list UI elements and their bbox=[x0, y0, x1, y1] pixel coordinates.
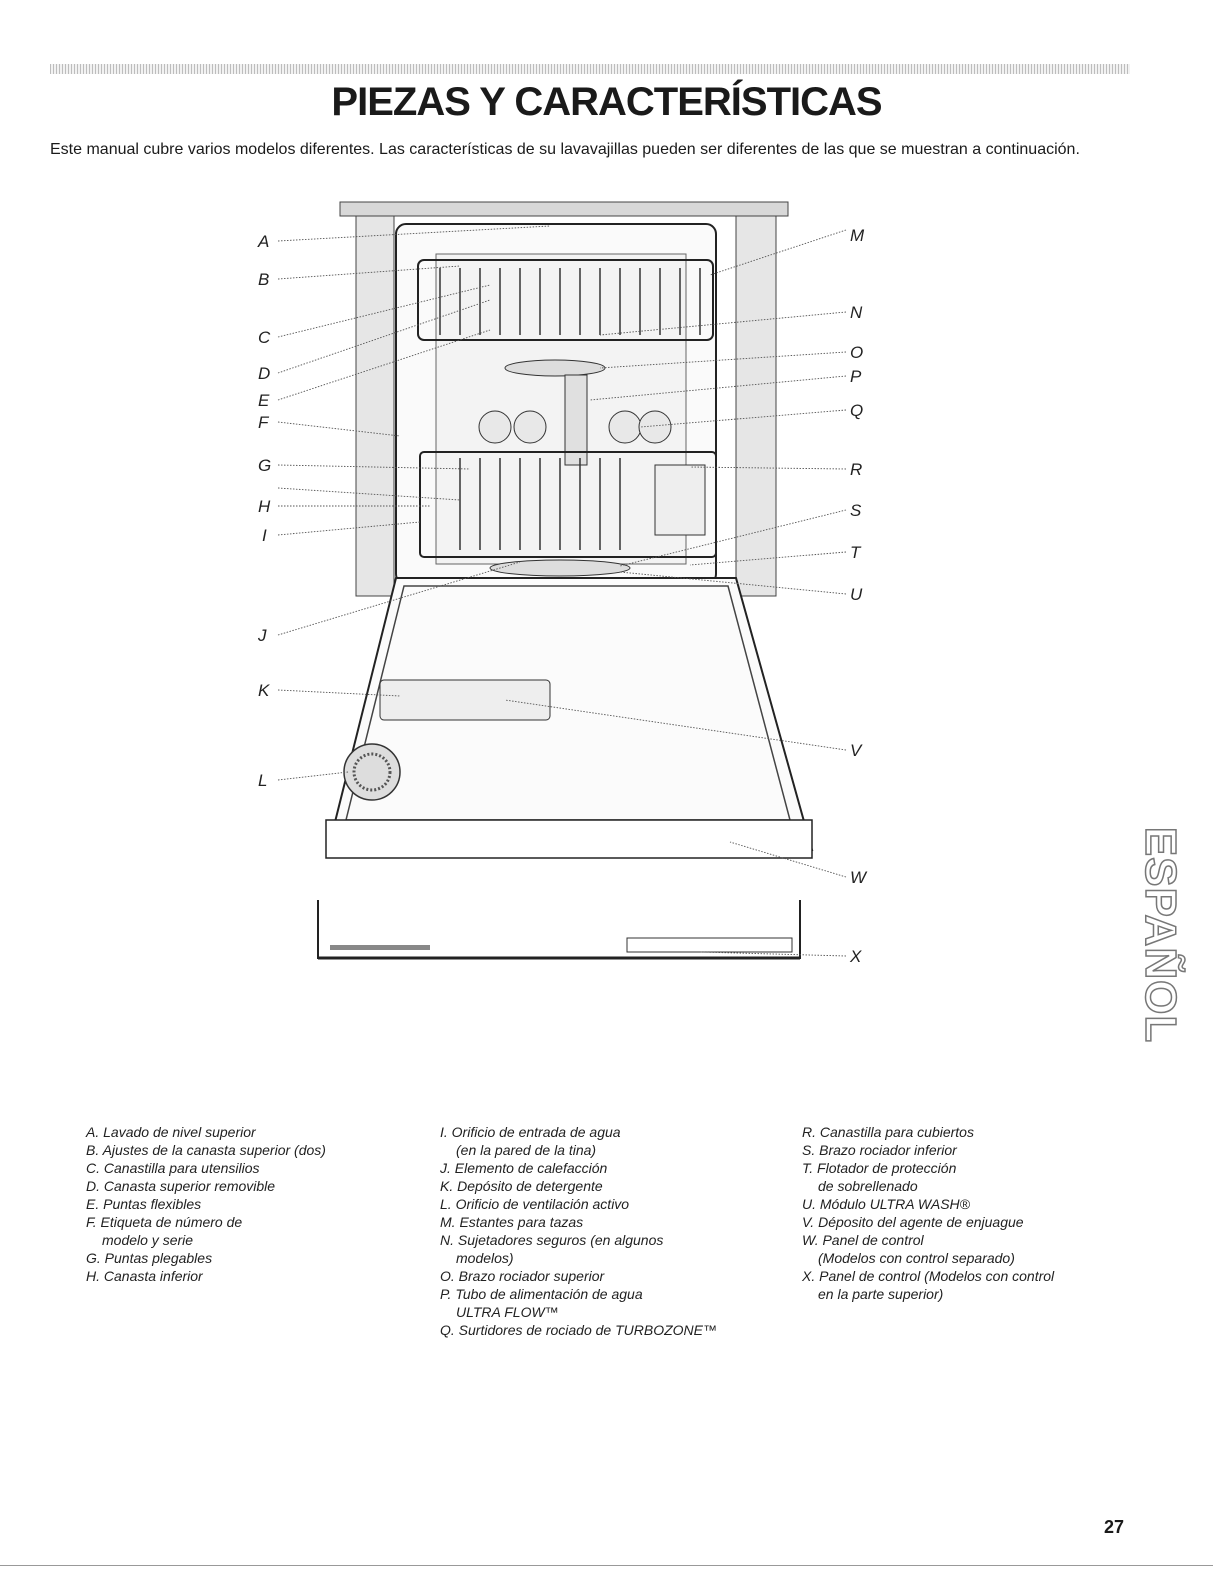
legend-item: N. Sujetadores seguros (en algunos bbox=[440, 1232, 664, 1248]
label-i: I bbox=[262, 526, 267, 545]
legend-item: I. Orificio de entrada de agua bbox=[440, 1124, 621, 1140]
upper-spray-arm bbox=[504, 359, 606, 377]
label-u: U bbox=[850, 585, 863, 604]
legend-item: K. Depósito de detergente bbox=[440, 1178, 603, 1194]
legend-item: W. Panel de control bbox=[802, 1232, 924, 1248]
legend-column-2: I. Orificio de entrada de agua (en la pa… bbox=[440, 1123, 800, 1339]
legend-item: G. Puntas plegables bbox=[86, 1250, 213, 1266]
label-s: S bbox=[850, 501, 862, 520]
legend-item: Q. Surtidores de rociado de TURBOZONE™ bbox=[440, 1322, 717, 1338]
legend-item: S. Brazo rociador inferior bbox=[802, 1142, 957, 1158]
legend-item: M. Estantes para tazas bbox=[440, 1214, 584, 1230]
label-c: C bbox=[258, 328, 271, 347]
label-q: Q bbox=[850, 401, 863, 420]
legend-item: B. Ajustes de la canasta superior (dos) bbox=[86, 1142, 326, 1158]
legend-item: L. Orificio de ventilación activo bbox=[440, 1196, 630, 1212]
turbozone-jet bbox=[478, 410, 512, 444]
legend-item: R. Canastilla para cubiertos bbox=[802, 1124, 974, 1140]
page-number: 27 bbox=[1104, 1517, 1125, 1537]
label-d: D bbox=[258, 364, 270, 383]
label-a: A bbox=[257, 232, 269, 251]
turbozone-jet bbox=[638, 410, 672, 444]
lower-rack-tines bbox=[459, 458, 621, 550]
label-x: X bbox=[849, 947, 862, 966]
label-b: B bbox=[258, 270, 269, 289]
turbozone-jet bbox=[513, 410, 547, 444]
detergent-dispenser bbox=[379, 679, 551, 721]
intro-paragraph: Este manual cubre varios modelos diferen… bbox=[50, 141, 1080, 158]
legend-item: T. Flotador de protección bbox=[802, 1160, 957, 1176]
label-j: J bbox=[257, 626, 267, 645]
legend-item: E. Puntas flexibles bbox=[86, 1196, 202, 1212]
label-n: N bbox=[850, 303, 863, 322]
silverware-basket bbox=[654, 464, 706, 536]
label-r: R bbox=[850, 460, 862, 479]
legend-item-continuation: (Modelos con control separado) bbox=[818, 1250, 1015, 1266]
legend-item-continuation: de sobrellenado bbox=[818, 1178, 918, 1194]
lower-rack bbox=[419, 451, 717, 558]
legend-item: A. Lavado de nivel superior bbox=[86, 1124, 256, 1140]
legend-item: D. Canasta superior removible bbox=[86, 1178, 276, 1194]
legend-item: V. Déposito del agente de enjuague bbox=[802, 1214, 1024, 1230]
label-l: L bbox=[258, 771, 267, 790]
legend-item: H. Canasta inferior bbox=[86, 1268, 203, 1284]
legend-item: X. Panel de control (Modelos con control bbox=[802, 1268, 1055, 1284]
leader-lines bbox=[277, 225, 847, 957]
label-h: H bbox=[258, 497, 271, 516]
side-tab-label: ESPAÑOL bbox=[1135, 826, 1186, 1044]
label-p: P bbox=[850, 367, 862, 386]
legend-item-continuation: en la parte superior) bbox=[818, 1286, 944, 1302]
upper-rack bbox=[417, 259, 714, 341]
legend-item: J. Elemento de calefacción bbox=[440, 1160, 608, 1176]
control-panel-separate bbox=[325, 819, 813, 859]
legend-item: P. Tubo de alimentación de agua bbox=[440, 1286, 643, 1302]
label-v: V bbox=[850, 741, 863, 760]
language-side-tab: ESPAÑOL bbox=[1135, 815, 1186, 1055]
legend-item: F. Etiqueta de número de bbox=[86, 1214, 243, 1230]
lower-spray-arm bbox=[489, 559, 631, 577]
top-rule bbox=[50, 64, 1130, 74]
tub-back bbox=[435, 253, 687, 565]
legend-item: O. Brazo rociador superior bbox=[440, 1268, 605, 1284]
label-e: E bbox=[258, 391, 270, 410]
legend-item: U. Módulo ULTRA WASH® bbox=[802, 1196, 970, 1212]
label-g: G bbox=[258, 456, 271, 475]
cabinet-left bbox=[355, 215, 395, 597]
bottom-rule bbox=[0, 1565, 1213, 1566]
label-w: W bbox=[850, 868, 868, 887]
legend-item-continuation: modelo y serie bbox=[102, 1232, 194, 1248]
label-f: F bbox=[258, 413, 270, 432]
label-m: M bbox=[850, 226, 865, 245]
legend-item: C. Canastilla para utensilios bbox=[86, 1160, 260, 1176]
legend-item-continuation: ULTRA FLOW™ bbox=[456, 1304, 559, 1320]
label-k: K bbox=[258, 681, 270, 700]
water-feed-tube bbox=[564, 374, 588, 466]
label-t: T bbox=[850, 543, 862, 562]
page-title: PIEZAS Y CARACTERÍSTICAS bbox=[331, 80, 882, 124]
legend-column-1: A. Lavado de nivel superior B. Ajustes d… bbox=[86, 1123, 406, 1285]
dishwasher-diagram: A B C D E F G H I J K L M N O P Q R S T … bbox=[257, 201, 868, 966]
legend-item-continuation: modelos) bbox=[456, 1250, 514, 1266]
cabinet-right bbox=[735, 215, 777, 597]
vent-grill bbox=[343, 743, 401, 801]
diagram-labels: A B C D E F G H I J K L M N O P Q R S T … bbox=[257, 226, 868, 966]
label-o: O bbox=[850, 343, 863, 362]
legend-item-continuation: (en la pared de la tina) bbox=[456, 1142, 597, 1158]
countertop bbox=[339, 201, 789, 217]
legend-column-3: R. Canastilla para cubiertos S. Brazo ro… bbox=[802, 1123, 1132, 1303]
upper-rack-tines bbox=[439, 268, 701, 335]
turbozone-jet bbox=[608, 410, 642, 444]
